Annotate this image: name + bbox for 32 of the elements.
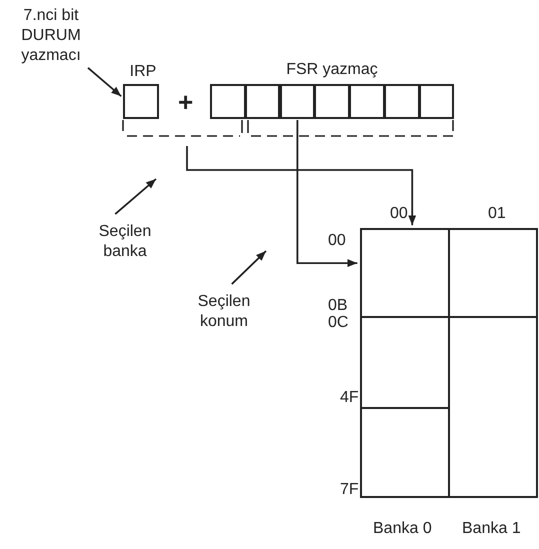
- register-bit-cell: [210, 84, 246, 119]
- annotation-text: 7.nci bit DURUM yazmacı: [8, 6, 94, 66]
- plus-sign: +: [178, 90, 194, 114]
- arrow: [87, 67, 122, 97]
- memory-cell: [360, 407, 450, 498]
- annotation-text: Seçilen banka: [90, 222, 160, 266]
- register-label: IRP: [128, 62, 158, 81]
- register-bit-cell: [349, 84, 385, 119]
- pointer-arrow: [114, 178, 157, 215]
- register-label: FSR yazmaç: [285, 60, 379, 79]
- column-address: 00: [390, 205, 408, 223]
- register: [210, 60, 454, 119]
- row-address: 0B: [328, 297, 348, 315]
- column-address: 01: [488, 205, 506, 223]
- register-bit-cell: [384, 84, 420, 119]
- pointer-arrow: [231, 250, 267, 285]
- bank-label: Banka 1: [462, 520, 521, 538]
- memory-cell: [448, 316, 538, 498]
- row-address: 0C: [328, 314, 348, 332]
- register-bit-cell: [280, 84, 316, 119]
- memory-cell: [360, 228, 450, 318]
- register-bit-cell: [244, 84, 280, 119]
- register-bit-cell: [418, 84, 454, 119]
- row-address: 00: [328, 232, 346, 250]
- arrow: [296, 120, 358, 268]
- memory-cell: [448, 228, 538, 318]
- pointer-arrow: [186, 146, 416, 226]
- bank-label: Banka 0: [373, 520, 432, 538]
- row-address: 4F: [340, 389, 359, 407]
- row-address: 7F: [340, 481, 359, 499]
- annotation-text: Seçilen konum: [185, 292, 263, 336]
- register-bit-cell: [314, 84, 350, 119]
